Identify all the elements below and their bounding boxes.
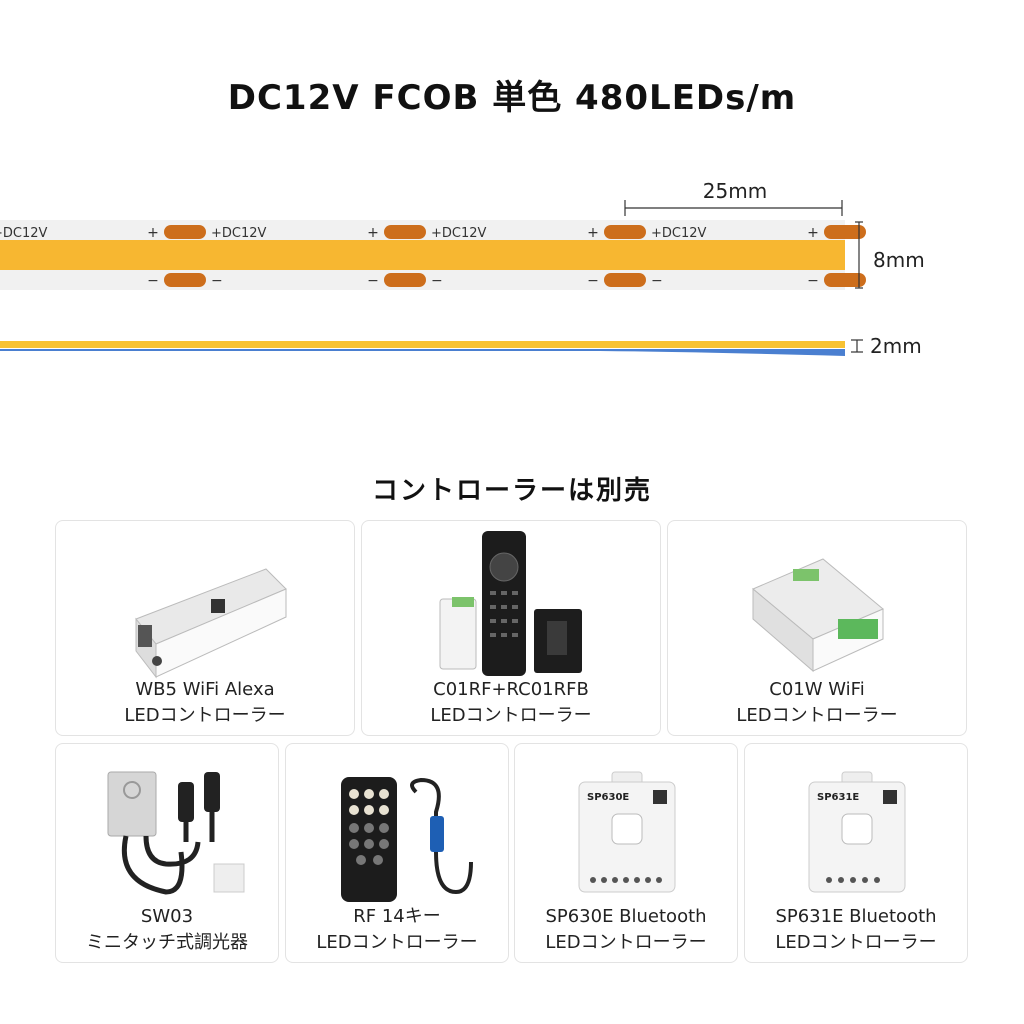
model-label: SP631E bbox=[817, 792, 859, 803]
model-label: SP630E bbox=[587, 792, 629, 803]
product-card-sp630e[interactable]: SP630E SP630E Bluetooth LEDコントローラー bbox=[514, 743, 738, 963]
plus-sign: + bbox=[147, 225, 159, 241]
product-card-c01rf[interactable]: C01RF+RC01RFB LEDコントローラー bbox=[361, 520, 661, 736]
rf-remote-controller-icon bbox=[439, 531, 582, 676]
strip-side-yellow bbox=[0, 341, 845, 348]
minus-sign: − bbox=[587, 273, 599, 289]
width-label: 8mm bbox=[873, 248, 925, 272]
product-card-sw03[interactable]: SW03 ミニタッチ式調光器 bbox=[55, 743, 279, 963]
product-name: SP631E Bluetooth bbox=[775, 906, 937, 927]
product-type: ミニタッチ式調光器 bbox=[86, 932, 248, 953]
rf-14key-remote-icon bbox=[341, 777, 473, 902]
thickness-label: 2mm bbox=[870, 334, 922, 358]
touch-dimmer-icon bbox=[107, 771, 245, 895]
strip-led-band bbox=[0, 240, 845, 270]
pad-voltage-label: +DC12V bbox=[431, 226, 487, 241]
bluetooth-controller-icon: SP631E bbox=[808, 771, 906, 893]
plus-sign: + bbox=[367, 225, 379, 241]
cut-length-label: 25mm bbox=[703, 179, 767, 203]
page-title: DC12V FCOB 単色 480LEDs/m bbox=[227, 78, 797, 118]
product-type: LEDコントローラー bbox=[545, 932, 707, 953]
pad-plus bbox=[384, 225, 426, 239]
minus-sign: − bbox=[211, 273, 223, 289]
product-type: LEDコントローラー bbox=[124, 705, 286, 726]
pad-plus bbox=[824, 225, 866, 239]
product-name: C01RF+RC01RFB bbox=[433, 679, 589, 700]
pad-voltage-label: +DC12V bbox=[0, 226, 48, 241]
minus-sign: − bbox=[807, 273, 819, 289]
product-card-sp631e[interactable]: SP631E SP631E Bluetooth LEDコントローラー bbox=[744, 743, 968, 963]
controllers-heading: コントローラーは別売 bbox=[371, 476, 652, 506]
pad-plus bbox=[604, 225, 646, 239]
strip-side-blue bbox=[0, 349, 845, 356]
product-name: SW03 bbox=[140, 906, 194, 927]
plus-sign: + bbox=[807, 225, 819, 241]
minus-sign: − bbox=[147, 273, 159, 289]
wifi-controller-icon bbox=[752, 558, 884, 673]
pad-minus bbox=[384, 273, 426, 287]
pad-minus bbox=[604, 273, 646, 287]
wifi-controller-icon bbox=[135, 568, 287, 679]
product-type: LEDコントローラー bbox=[775, 932, 937, 953]
led-strip-diagram: 25mm + − +DC12V − + − +DC12V − + − +DC12V − + − +DC12V… bbox=[0, 179, 925, 358]
product-name: C01W WiFi bbox=[769, 679, 865, 700]
product-type: LEDコントローラー bbox=[736, 705, 898, 726]
minus-sign: − bbox=[651, 273, 663, 289]
pad-minus bbox=[824, 273, 866, 287]
minus-sign: − bbox=[367, 273, 379, 289]
bluetooth-controller-icon: SP630E bbox=[578, 771, 676, 893]
product-name: WB5 WiFi Alexa bbox=[135, 679, 275, 700]
minus-sign: − bbox=[431, 273, 443, 289]
pad-minus bbox=[164, 273, 206, 287]
plus-sign: + bbox=[587, 225, 599, 241]
product-name: SP630E Bluetooth bbox=[545, 906, 707, 927]
pad-voltage-label: +DC12V bbox=[651, 226, 707, 241]
product-card-rf14[interactable]: RF 14キー LEDコントローラー bbox=[285, 743, 509, 963]
product-type: LEDコントローラー bbox=[430, 705, 592, 726]
product-card-c01w[interactable]: C01W WiFi LEDコントローラー bbox=[667, 520, 967, 736]
product-name: RF 14キー bbox=[353, 906, 441, 927]
product-type: LEDコントローラー bbox=[316, 932, 478, 953]
pad-voltage-label: +DC12V bbox=[211, 226, 267, 241]
solder-pads: + − +DC12V − + − +DC12V − + − +DC12V − + − +DC12V bbox=[0, 225, 866, 289]
pad-plus bbox=[164, 225, 206, 239]
product-card-wb5[interactable]: WB5 WiFi Alexa LEDコントローラー bbox=[55, 520, 355, 736]
